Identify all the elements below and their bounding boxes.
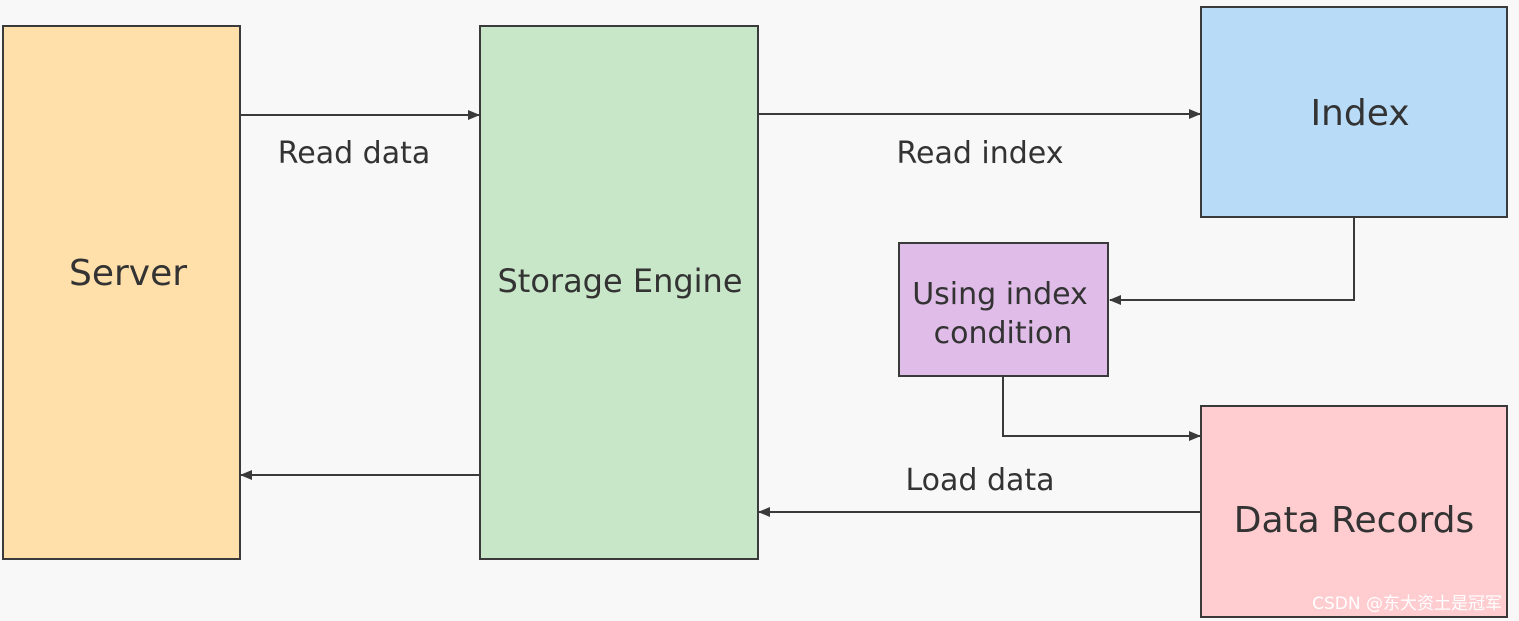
condition-to-records-arrow: [1002, 376, 1201, 441]
read-index-label: Read index: [897, 136, 1064, 171]
index-to-condition-arrow: [1109, 217, 1355, 305]
index-label: Index: [1310, 93, 1409, 134]
using-index-condition-box: [898, 242, 1109, 377]
server-box: [2, 25, 241, 560]
csdn-watermark: CSDN @东大资土是冠军: [1312, 594, 1502, 614]
read-data-label: Read data: [278, 136, 431, 171]
using-index-condition-label-line2: condition: [934, 316, 1073, 351]
load-data-label: Load data: [905, 463, 1054, 498]
using-index-condition-label-line1: Using index: [912, 277, 1088, 312]
server-label: Server: [69, 253, 187, 294]
data-records-box: [1200, 405, 1508, 618]
storage-engine-box: [479, 25, 759, 560]
data-records-label: Data Records: [1234, 500, 1475, 541]
index-box: [1200, 6, 1508, 218]
storage-engine-label: Storage Engine: [497, 262, 742, 300]
